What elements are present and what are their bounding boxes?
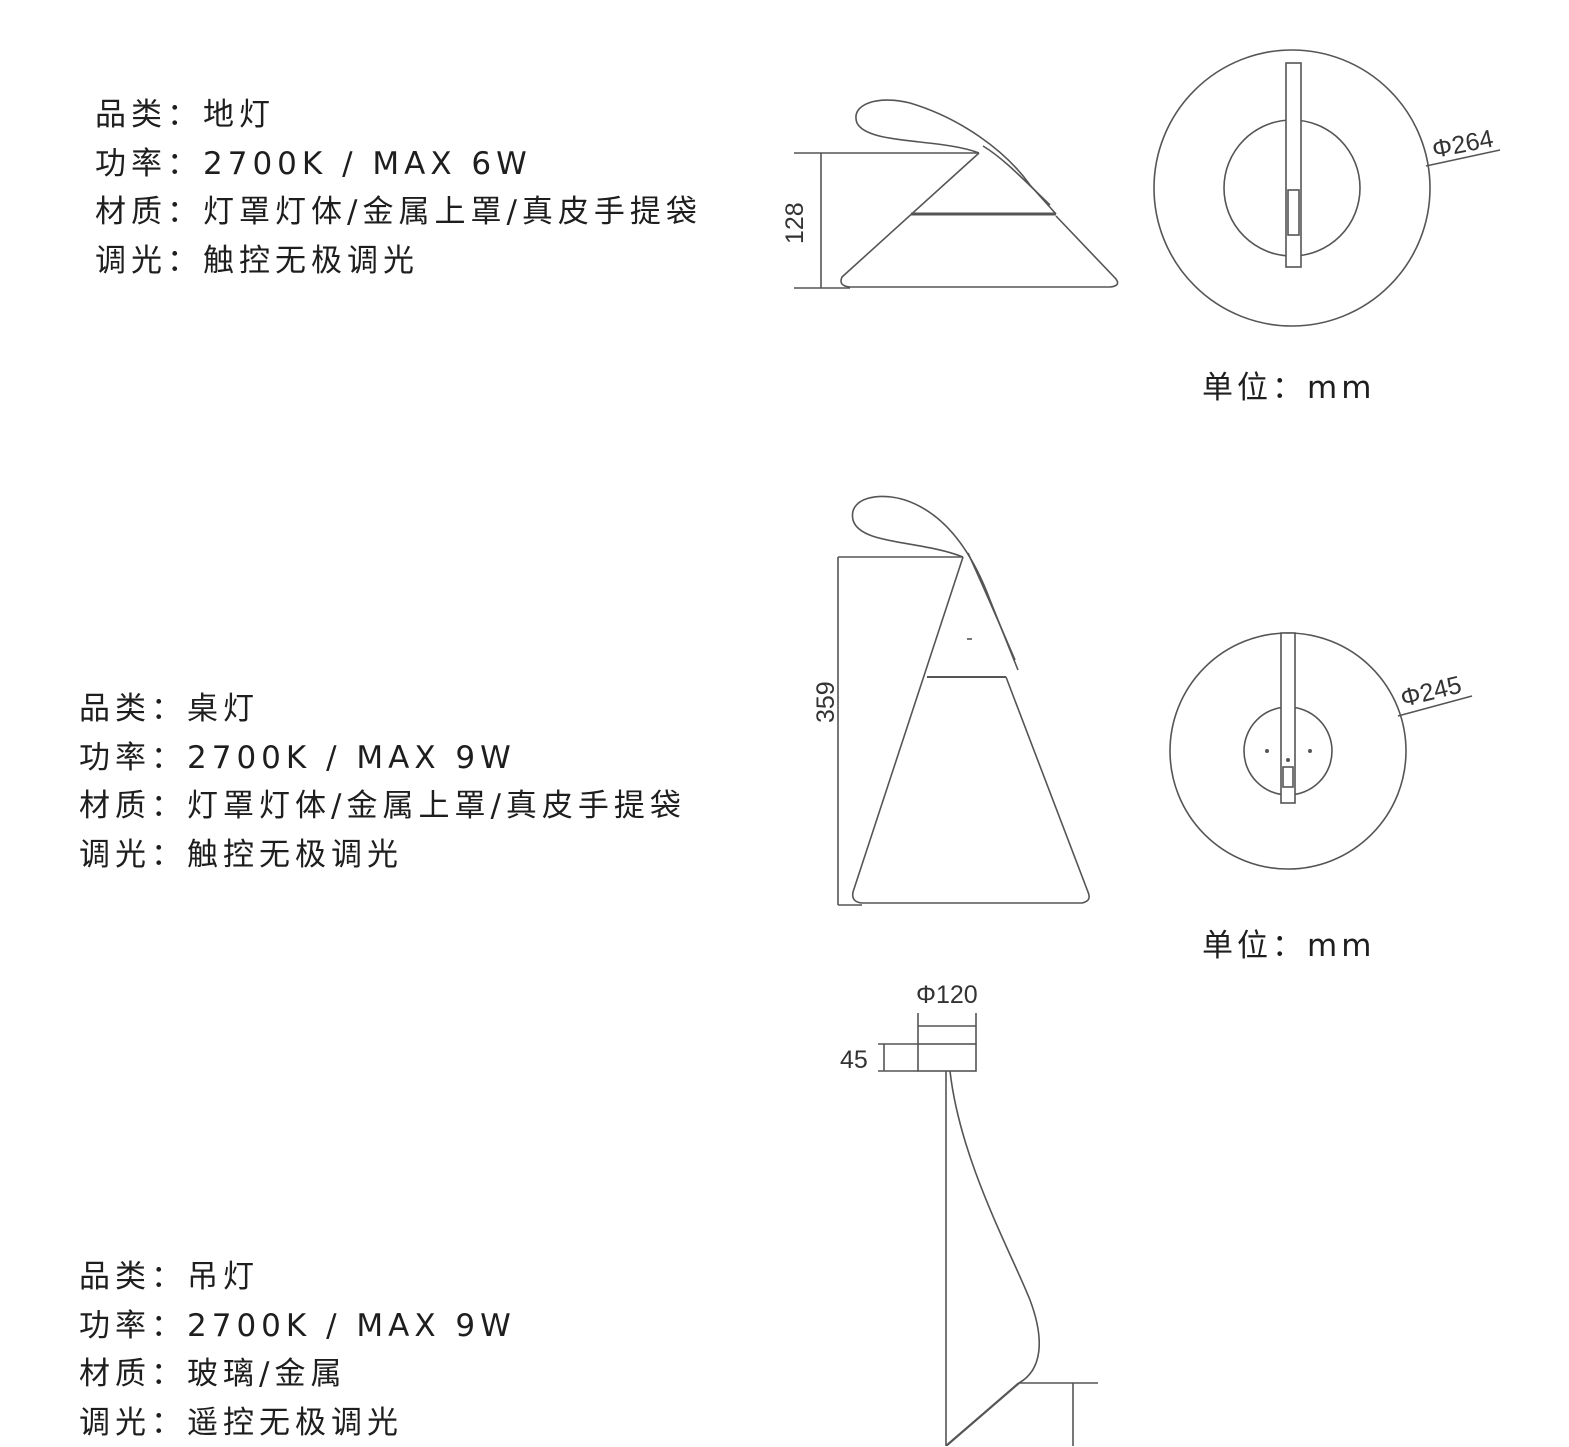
floor-lamp-side-view: 128 [781, 100, 1118, 288]
strap-bar [1286, 63, 1301, 267]
switch [1288, 190, 1299, 235]
canopy-height-label: 45 [840, 1046, 868, 1074]
indicator-dot-left [1266, 750, 1268, 752]
floor-lamp-top-view: Φ264 [1154, 50, 1500, 326]
indicator-dot-center [1287, 759, 1289, 761]
height-dim-label: 128 [781, 202, 809, 244]
indicator-dot-right [1309, 750, 1311, 752]
diameter-label: Φ264 [1430, 125, 1496, 164]
leather-strap-inner [983, 146, 1050, 205]
canopy-diameter-label: Φ120 [916, 981, 978, 1009]
lamp-shade-outline [853, 557, 1089, 903]
ceiling-canopy [918, 1044, 976, 1071]
shade-edge [946, 1383, 1019, 1446]
pendant-lamp-side-view: Φ120 45 [840, 981, 1098, 1446]
leather-strap [856, 100, 1056, 214]
switch [1283, 767, 1293, 787]
lamp-shade-outline [841, 153, 1118, 287]
table-lamp-top-view: Φ245 [1170, 633, 1472, 869]
height-dim-label: 359 [812, 681, 840, 723]
power-cord [950, 1071, 1039, 1383]
table-lamp-side-view: 359 [812, 496, 1089, 905]
leather-strap-inner [968, 553, 1015, 660]
